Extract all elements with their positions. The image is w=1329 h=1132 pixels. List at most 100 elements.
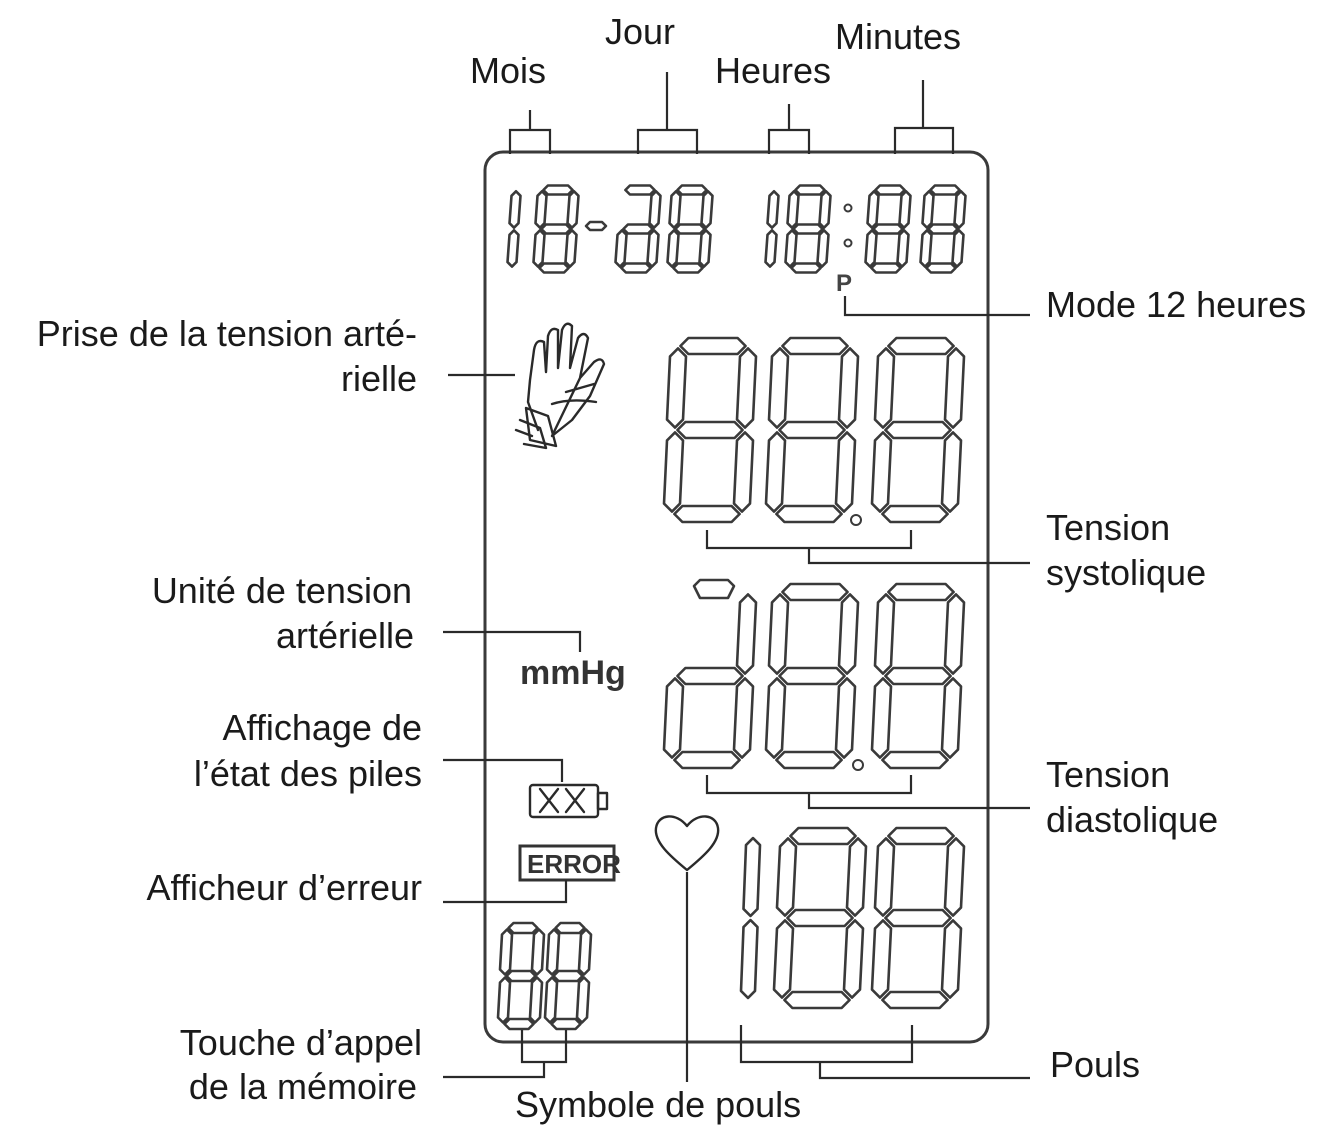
hour-tens-seg-c <box>764 229 778 268</box>
label-systolique-line2: systolique <box>1046 552 1207 593</box>
memory-units-seg-f <box>545 928 561 976</box>
day-tens-seg-c <box>646 229 660 268</box>
memory-units-seg-a <box>554 921 586 935</box>
minute-units-seg-g <box>927 223 959 235</box>
label-memoire-line2: de la mémoire <box>188 1066 417 1107</box>
diastolic-units-seg-b <box>943 593 966 675</box>
pulse-units-seg-c <box>940 919 963 999</box>
month-units-seg-g <box>540 223 572 235</box>
pulse-units-seg-f <box>873 837 896 917</box>
month-units-seg-f <box>534 190 548 229</box>
label-diastolique-line2: diastolique <box>1046 799 1219 840</box>
label-systolique-line1: Tension <box>1046 507 1171 548</box>
minute-tens-seg-b <box>898 190 912 229</box>
hour-tens-seg-b <box>766 190 780 229</box>
minute-tens-seg-c <box>896 229 910 268</box>
diastolic-hundreds-seg-c <box>732 677 755 759</box>
pulse-tens-seg-d <box>783 990 851 1010</box>
diastolic-hundreds-seg-g <box>676 666 744 686</box>
error-indicator: ERROR <box>518 844 621 882</box>
systolic-tens-seg-b <box>837 347 860 429</box>
label-prise-line1: Prise de la tension arté- <box>36 313 417 354</box>
label-mois: Mois <box>470 50 547 91</box>
label-diastolique-line1: Tension <box>1046 754 1171 795</box>
month-units-seg-b <box>566 190 580 229</box>
battery-status-icon <box>528 783 609 819</box>
memory-tens-seg-d <box>503 1017 535 1031</box>
pulse-hundreds-seg-c <box>739 918 759 1000</box>
pulse-tens-seg-f <box>775 837 798 917</box>
label-mode-12-heures: Mode 12 heures <box>1046 284 1307 325</box>
minute-units-seg-f <box>921 190 935 229</box>
systolic-units-seg-g <box>884 420 952 440</box>
diastolic-tens-seg-f <box>767 593 790 675</box>
day-units-seg-f <box>668 190 682 229</box>
lcd-frame <box>483 150 990 1044</box>
pm-indicator: P <box>836 270 852 297</box>
systolic-units-seg-f <box>873 347 896 429</box>
day-units-seg-g <box>674 223 706 235</box>
diastolic-hundreds-cap <box>692 578 736 600</box>
memory-tens-seg-g <box>505 969 537 983</box>
systolic-hundreds-seg-b <box>735 347 758 429</box>
label-prise-line2: rielle <box>340 358 417 399</box>
day-units-seg-e <box>666 229 680 268</box>
diastolic-hundreds-seg-e <box>662 677 685 759</box>
diastolic-tens-seg-e <box>764 677 787 759</box>
month-tens-seg-b <box>508 190 522 229</box>
diastolic-units-seg-c <box>940 677 963 759</box>
label-unite-line1: Unité de tension <box>151 570 412 611</box>
label-minutes: Minutes <box>835 16 962 57</box>
minute-tens-seg-e <box>864 229 878 268</box>
systolic-decimal-point <box>850 514 862 526</box>
day-tens-seg-d <box>620 262 652 274</box>
segment-digits <box>496 184 967 1031</box>
systolic-hundreds-seg-a <box>679 336 747 356</box>
label-heures: Heures <box>715 50 832 91</box>
systolic-tens-seg-g <box>778 420 846 440</box>
memory-tens-seg-a <box>507 921 539 935</box>
label-jour: Jour <box>605 11 676 52</box>
minute-tens-seg-g <box>872 223 904 235</box>
systolic-units-seg-e <box>870 431 893 513</box>
hour-units-seg-d <box>790 262 822 274</box>
hour-units-seg-f <box>786 190 800 229</box>
label-piles-line2: l’état des piles <box>193 753 422 794</box>
clock-colon-bottom <box>843 238 853 248</box>
day-tens-seg-a <box>624 184 656 196</box>
month-units-seg-a <box>542 184 574 196</box>
day-tens-seg-g <box>622 223 654 235</box>
day-units-seg-b <box>700 190 714 229</box>
systolic-tens-seg-a <box>781 336 849 356</box>
minute-units-seg-d <box>925 262 957 274</box>
systolic-units-seg-a <box>887 336 955 356</box>
memory-units-seg-g <box>552 969 584 983</box>
pulse-units-seg-e <box>870 919 893 999</box>
leader-lines <box>443 72 1030 1082</box>
month-tens-seg-c <box>506 229 520 268</box>
minute-units-seg-b <box>953 190 967 229</box>
systolic-hundreds-seg-f <box>665 347 688 429</box>
hour-units-seg-c <box>816 229 830 268</box>
systolic-hundreds-seg-e <box>662 431 685 513</box>
unit-mmhg: mmHg <box>520 654 626 692</box>
heart-icon <box>654 815 720 872</box>
memory-tens-seg-b <box>530 928 546 976</box>
pulse-units-seg-d <box>881 990 949 1010</box>
label-symbole-pouls: Symbole de pouls <box>515 1084 802 1125</box>
pulse-tens-seg-g <box>786 908 854 928</box>
pulse-units-seg-a <box>887 826 955 846</box>
diastolic-units-seg-d <box>881 750 949 770</box>
pulse-hundreds-seg-b <box>742 836 762 918</box>
hour-units-seg-e <box>784 229 798 268</box>
diastolic-units-seg-e <box>870 677 893 759</box>
day-units-seg-d <box>672 262 704 274</box>
diastolic-tens-seg-g <box>778 666 846 686</box>
pulse-units-seg-g <box>884 908 952 928</box>
systolic-units-seg-d <box>881 504 949 524</box>
diastolic-tens-seg-c <box>834 677 857 759</box>
systolic-hundreds-seg-c <box>732 431 755 513</box>
label-piles-line1: Affichage de <box>222 707 423 748</box>
error-text: ERROR <box>527 849 621 879</box>
clock-colon-top <box>843 203 853 213</box>
